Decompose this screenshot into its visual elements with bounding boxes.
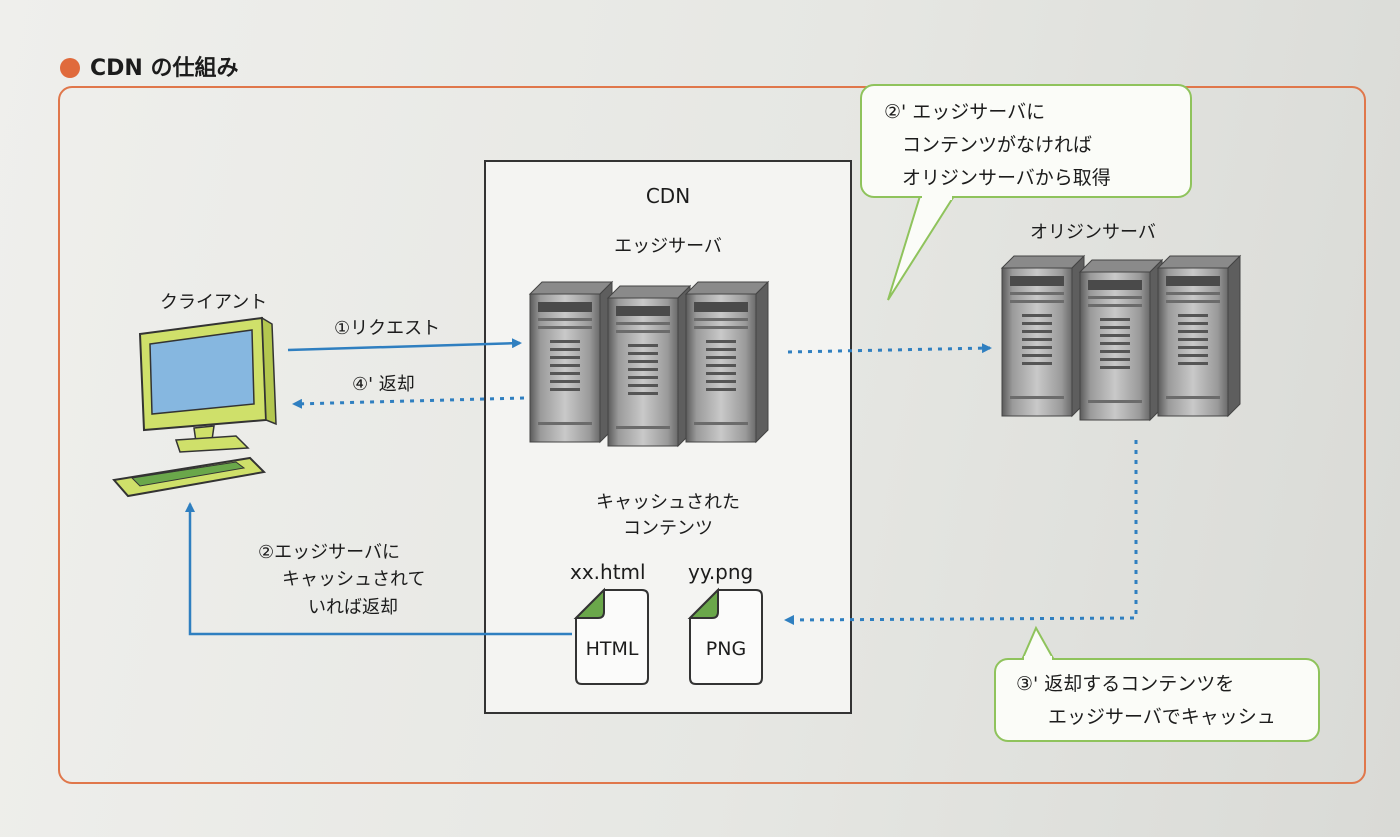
cache-at-edge-bubble: ③' 返却するコンテンツを エッジサーバでキャッシュ xyxy=(994,658,1320,742)
client-computer-icon xyxy=(112,316,277,498)
edge-server-icon xyxy=(529,281,769,447)
title-bullet-icon xyxy=(60,58,80,78)
cache-content-arrow xyxy=(784,440,1138,625)
html-file-type-label: HTML xyxy=(585,638,639,660)
request-label: ①リクエスト xyxy=(334,318,441,339)
diagram-frame xyxy=(58,86,1366,784)
fetch-bubble-line3: オリジンサーバから取得 xyxy=(902,167,1111,189)
fetch-from-origin-bubble: ②' エッジサーバに コンテンツがなければ オリジンサーバから取得 xyxy=(860,84,1192,198)
cached-content-label-line2: コンテンツ xyxy=(623,518,713,539)
cached-return-label-line2: キャッシュされて xyxy=(282,569,426,590)
html-file-icon xyxy=(575,589,649,685)
client-label: クライアント xyxy=(160,292,268,313)
file-name-png: yy.png xyxy=(688,560,754,584)
file-name-html: xx.html xyxy=(570,560,646,584)
cache-bubble-line1: ③' 返却するコンテンツを xyxy=(1016,673,1235,695)
fetch-bubble-line1: ②' エッジサーバに xyxy=(884,101,1046,123)
return-prime-arrow xyxy=(292,396,525,409)
origin-server-label: オリジンサーバ xyxy=(1030,222,1156,243)
request-arrow xyxy=(287,338,522,352)
diagram-title: CDN の仕組み xyxy=(90,56,239,81)
fetch-bubble-line2: コンテンツがなければ xyxy=(902,134,1093,156)
cached-content-label-line1: キャッシュされた xyxy=(596,492,740,513)
png-file-type-label: PNG xyxy=(705,638,747,660)
edge-server-label: エッジサーバ xyxy=(614,236,722,257)
return-prime-label: ④' 返却 xyxy=(352,374,415,395)
cache-bubble-line2: エッジサーバでキャッシュ xyxy=(1048,706,1276,728)
cached-return-arrow xyxy=(185,502,572,636)
cached-return-label-line1: ②エッジサーバに xyxy=(258,542,400,563)
fetch-from-origin-arrow xyxy=(787,343,992,354)
cdn-label: CDN xyxy=(645,184,691,208)
fetch-bubble-tail-join xyxy=(922,194,952,200)
cached-return-label-line3: いれば返却 xyxy=(308,597,398,618)
fetch-bubble-tail xyxy=(887,195,956,301)
png-file-icon xyxy=(689,589,763,685)
origin-server-icon xyxy=(1001,255,1241,421)
cache-bubble-tail-join xyxy=(1024,656,1052,662)
